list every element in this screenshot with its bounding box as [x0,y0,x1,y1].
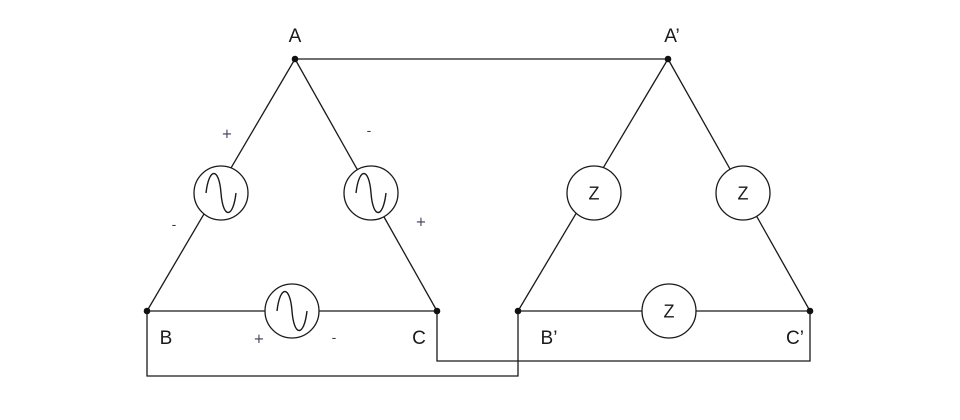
polarity-plus-ac: + [416,215,427,230]
label-b-prime: B’ [541,328,558,349]
impedance-circle [715,165,771,221]
wires [146,58,811,377]
ac-source-ab [193,165,249,221]
node-b-prime [514,307,522,315]
junction-nodes [143,55,814,315]
node-c-prime [806,307,814,315]
node-b [143,307,151,315]
sine-wave-icon [276,290,308,332]
wire-b-to-b-prime [146,311,519,377]
wire-c-to-c-prime [436,311,811,362]
polarity-minus-ac: - [367,124,372,139]
node-labels: A B C A’ B’ C’ [160,26,804,349]
label-b: B [160,328,173,349]
load-label: Z [664,302,675,322]
polarity-plus-bc: + [254,332,265,347]
label-c-prime: C’ [786,328,804,349]
label-a: A [289,26,302,47]
node-c [433,307,441,315]
load-label: Z [738,184,749,204]
polarity-marks: + - - + + - [172,124,427,347]
ac-source-bc [264,283,320,339]
node-a [291,55,299,63]
load-left: Z [566,165,622,221]
load-bottom: Z [641,283,697,339]
load-label: Z [589,184,600,204]
load-right: Z [715,165,771,221]
impedance-circle [566,165,622,221]
label-a-prime: A’ [664,26,679,47]
ac-source-ac [343,165,399,221]
sine-wave-icon [355,172,387,214]
polarity-plus-ab: + [222,127,233,142]
sine-wave-icon [205,172,237,214]
node-a-prime [664,55,672,63]
impedance-circle [641,283,697,339]
label-c: C [412,328,426,349]
polarity-minus-bc: - [332,331,337,346]
polarity-minus-ab: - [172,218,177,233]
